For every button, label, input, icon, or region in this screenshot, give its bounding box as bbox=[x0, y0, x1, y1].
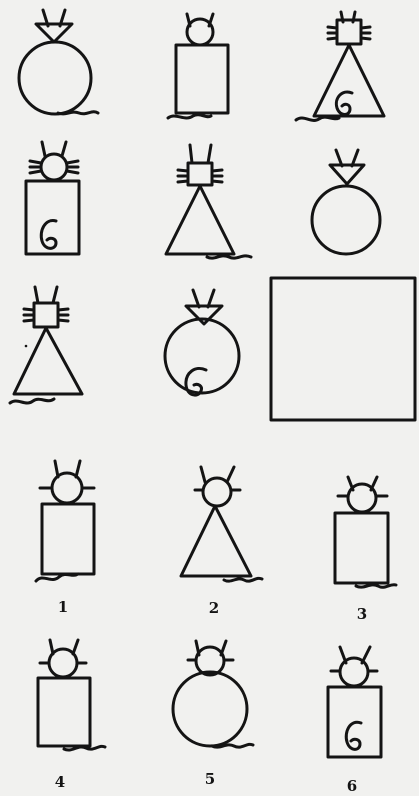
cat-tail-icon bbox=[224, 578, 262, 581]
answer-box[interactable] bbox=[271, 278, 415, 420]
matrix-cell-8 bbox=[165, 290, 239, 395]
cat-body-circle bbox=[312, 186, 380, 254]
option-5[interactable] bbox=[173, 641, 253, 747]
cat-head-icon bbox=[30, 142, 78, 180]
cat-head-icon bbox=[40, 640, 86, 677]
cat-body-triangle bbox=[14, 328, 82, 394]
cat-head-icon bbox=[40, 461, 94, 503]
matrix-cell-7 bbox=[10, 287, 82, 403]
matrix-cell-3 bbox=[296, 12, 384, 120]
matrix-cell-6 bbox=[312, 150, 380, 254]
option-4[interactable] bbox=[38, 640, 105, 750]
cat-tail-icon bbox=[10, 399, 54, 403]
cat-head-icon bbox=[195, 467, 240, 506]
cat-body-triangle bbox=[181, 506, 251, 576]
cat-head-icon bbox=[187, 14, 213, 45]
cat-tail-icon bbox=[296, 117, 339, 120]
cat-ears-icon bbox=[330, 150, 364, 184]
matrix-cell-1 bbox=[19, 10, 98, 114]
cat-head-icon bbox=[328, 12, 370, 44]
option-3[interactable] bbox=[335, 477, 396, 587]
cat-head-icon bbox=[188, 641, 233, 675]
cat-head-icon bbox=[24, 287, 68, 327]
cat-body-rectangle bbox=[335, 513, 388, 583]
option-label-3: 3 bbox=[357, 605, 367, 623]
matrix-cell-2 bbox=[168, 14, 228, 118]
cat-tail-icon bbox=[207, 256, 251, 258]
cat-body-rectangle bbox=[38, 678, 90, 746]
option-label-1: 1 bbox=[58, 598, 68, 616]
cat-tail-icon bbox=[168, 115, 211, 118]
option-6[interactable] bbox=[328, 647, 381, 757]
cat-body-rectangle bbox=[176, 45, 228, 113]
cat-head-icon bbox=[338, 477, 387, 512]
cat-tail-icon bbox=[356, 585, 396, 588]
cat-curl-icon bbox=[336, 92, 352, 114]
option-label-2: 2 bbox=[209, 599, 219, 617]
cat-body-triangle bbox=[166, 186, 234, 254]
ink-speck bbox=[25, 345, 28, 348]
option-label-6: 6 bbox=[347, 777, 357, 795]
option-label-4: 4 bbox=[55, 773, 65, 791]
cat-curl-icon bbox=[346, 722, 361, 749]
cat-ears-icon bbox=[36, 10, 72, 42]
cat-body-rectangle bbox=[26, 181, 79, 254]
cat-head-icon bbox=[178, 145, 222, 185]
option-1[interactable] bbox=[36, 461, 94, 581]
cat-body-rectangle bbox=[42, 504, 94, 574]
cat-body-circle bbox=[19, 42, 91, 114]
cat-body-circle bbox=[165, 319, 239, 393]
option-2[interactable] bbox=[181, 467, 262, 581]
cat-head-icon bbox=[331, 647, 377, 686]
option-label-5: 5 bbox=[205, 770, 215, 788]
matrix-cell-4 bbox=[26, 142, 79, 254]
cat-curl-icon bbox=[41, 221, 56, 249]
matrix-cell-5 bbox=[166, 145, 251, 258]
cat-body-circle bbox=[173, 672, 247, 746]
